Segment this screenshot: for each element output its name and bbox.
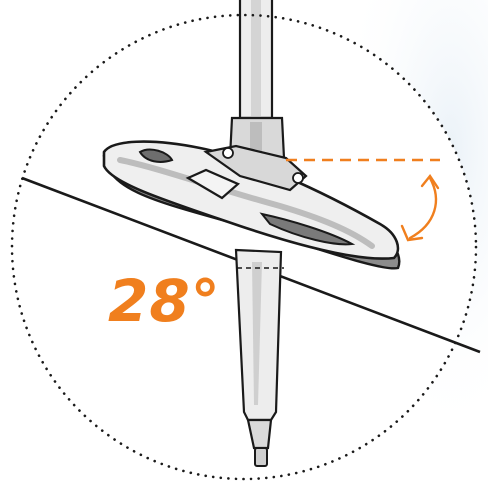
focus-circle-outline: [10, 13, 478, 481]
angle-label: 28°: [108, 267, 221, 335]
pole-basket: [102, 140, 401, 270]
pole-tip: [254, 447, 268, 467]
focus-circle-fill: [12, 15, 476, 479]
curved-double-arrow-icon: [400, 173, 440, 242]
pole-lower-shaft: [234, 248, 284, 467]
